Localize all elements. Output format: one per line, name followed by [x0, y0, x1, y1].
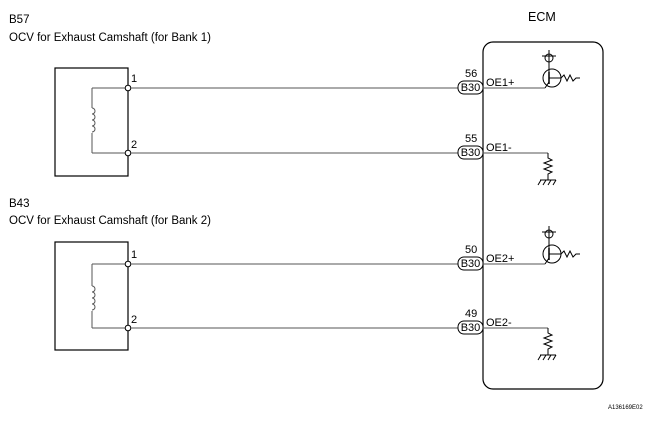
terminal-b57-pin2	[124, 149, 132, 157]
terminal-b57-pin1	[124, 84, 132, 92]
component-name-b57: OCV for Exhaust Camshaft (for Bank 1)	[9, 32, 211, 44]
connector-label: B30	[461, 322, 481, 334]
signal-label-oe1-minus: OE1-	[486, 142, 512, 154]
ecm-pin-number-49: 49	[465, 308, 477, 320]
resistor-ground-icon	[537, 328, 557, 361]
ecm-box	[482, 41, 604, 390]
terminal-b43-pin2	[124, 324, 132, 332]
ecm-pin-number-50: 50	[465, 244, 477, 256]
component-name-b43: OCV for Exhaust Camshaft (for Bank 2)	[9, 215, 211, 227]
signal-label-oe2-minus: OE2-	[486, 317, 512, 329]
terminal-b43-pin1	[124, 260, 132, 268]
transistor-icon	[542, 50, 580, 89]
ecm-pin-number-55: 55	[465, 133, 477, 145]
ocv-b57-coil-icon	[91, 107, 96, 133]
connector-label: B30	[461, 147, 481, 159]
resistor-ground-icon	[537, 153, 557, 186]
component-code-b43: B43	[9, 198, 29, 210]
transistor-icon	[542, 226, 580, 265]
signal-label-oe1-plus: OE1+	[486, 77, 514, 89]
connector-label: B30	[461, 258, 481, 270]
ocv-b43-coil-icon	[91, 285, 96, 311]
pin-label-b43-2: 2	[131, 314, 137, 326]
component-code-b57: B57	[9, 14, 29, 26]
signal-label-oe2-plus: OE2+	[486, 253, 514, 265]
ecm-pin-number-56: 56	[465, 68, 477, 80]
ocv-b43-body	[54, 241, 129, 351]
pin-label-b43-1: 1	[131, 249, 137, 261]
pin-label-b57-2: 2	[131, 139, 137, 151]
ecm-title: ECM	[528, 10, 556, 24]
pin-label-b57-1: 1	[131, 73, 137, 85]
figure-id: A136169E02	[608, 405, 643, 411]
ocv-b57-body	[54, 67, 129, 177]
connector-label: B30	[461, 82, 481, 94]
